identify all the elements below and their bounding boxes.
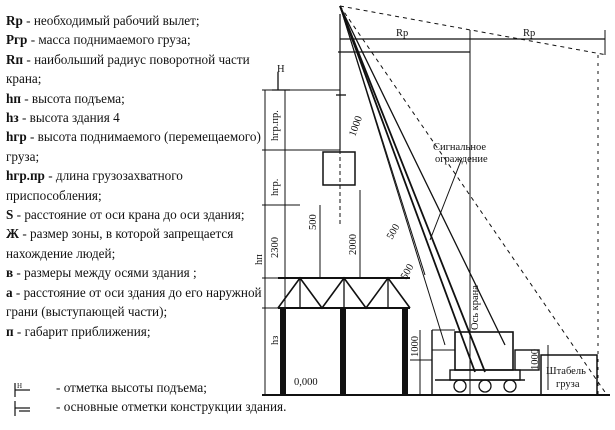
legend-term: п xyxy=(6,323,14,339)
crane-wheel xyxy=(453,379,467,393)
rp-label-left: Rр xyxy=(396,28,408,39)
dim-500-label: 500 xyxy=(308,214,319,230)
hz-label: hз xyxy=(270,336,281,345)
legend-text: - размер зоны, в которой запрещается нах… xyxy=(6,226,234,261)
hgr-label: hгр. xyxy=(270,179,281,196)
legend-text: - наибольший радиус поворотной части кра… xyxy=(6,51,250,87)
dim-500-b-label: 500 xyxy=(385,222,402,241)
legend-text: - необходимый рабочий вылет; xyxy=(22,13,200,28)
boom-cable xyxy=(339,5,506,346)
building-column xyxy=(402,308,408,395)
svg-text:H: H xyxy=(17,382,22,390)
legend-term: Rп xyxy=(6,51,24,67)
cargo-stack-label: Штабель xyxy=(546,366,586,377)
legend-term: Rр xyxy=(6,13,23,28)
legend-term: hп xyxy=(6,90,21,106)
building-mark-row: - основные отметки конструкции здания. xyxy=(6,399,366,418)
legend-term: в xyxy=(6,265,14,281)
building-column xyxy=(280,308,286,395)
boom-line xyxy=(339,5,486,373)
legend-item-rn: Rп - наибольший радиус поворотной части … xyxy=(6,50,274,89)
cargo-stack-label: груза xyxy=(556,379,580,390)
swing-radius-dashed xyxy=(339,5,608,56)
crane-axis-label: Ось крана xyxy=(470,285,481,330)
lift-height-mark-icon: H xyxy=(14,382,30,397)
h-label: H xyxy=(277,64,285,75)
legend-text: - длина грузозахватного приспособления; xyxy=(6,168,183,203)
boom-cable xyxy=(339,5,426,276)
legend-text: - размеры между осями здания ; xyxy=(13,265,197,281)
legend-item-rp: Rр - необходимый рабочий вылет; xyxy=(6,11,274,30)
legend-item-a: а - расстояние от оси здания до его нару… xyxy=(6,283,274,322)
legend-item-pgr: Ргр - масса поднимаемого груза; xyxy=(6,30,274,49)
swing-radius-dashed xyxy=(339,5,608,396)
legend-item-s: S - расстояние от оси крана до оси здани… xyxy=(6,205,274,224)
legend-text: - высота здания 4 xyxy=(18,110,120,126)
legend-item-hp: hп - высота подъема; xyxy=(6,89,274,108)
legend-item-hgrpr: hгр.пр - длина грузозахватного приспособ… xyxy=(6,166,274,205)
legend-term: Ж xyxy=(6,226,20,242)
legend-text: - расстояние от оси крана до оси здания; xyxy=(13,207,245,223)
legend-term: Ргр xyxy=(6,32,28,48)
legend-term: hгр xyxy=(6,129,27,145)
legend-text: - расстояние от оси здания до его наружн… xyxy=(6,284,262,320)
legend-item-zh: Ж - размер зоны, в которой запрещается н… xyxy=(6,224,274,263)
legend-text: - габарит приближения; xyxy=(13,323,151,339)
dim-1000-boom-label: 1000 xyxy=(347,115,365,138)
building-mark-icon xyxy=(14,401,30,416)
dim-1000-stack-label: 1000 xyxy=(530,349,541,370)
legend-item-v: в - размеры между осями здания ; xyxy=(6,263,274,282)
zero-mark-label: 0,000 xyxy=(294,377,318,388)
building-column xyxy=(340,308,346,395)
legend-item-n: п - габарит приближения; xyxy=(6,322,274,341)
hp-label: hп xyxy=(254,254,265,265)
legend-term: hз xyxy=(6,110,19,126)
mark-text: - отметка высоты подъема; xyxy=(56,380,207,395)
hgrpr-label: hгр.пр. xyxy=(270,110,281,141)
dim-2000-label: 2000 xyxy=(348,234,359,255)
hanging-load xyxy=(322,151,356,186)
crane-wheel xyxy=(503,379,517,393)
boom-line xyxy=(339,5,476,373)
elevation-mark-legend: H - отметка высоты подъема; - основные о… xyxy=(6,380,366,418)
dim-2300-label: 2300 xyxy=(270,237,281,258)
crane-cab xyxy=(454,331,514,371)
legend-term: S xyxy=(6,207,14,223)
signal-fence-label: ограждение xyxy=(435,154,488,165)
dim-1000-fence-label: 1000 xyxy=(410,336,421,357)
crane-counterweight xyxy=(514,349,540,371)
legend-term: а xyxy=(6,284,13,300)
rp-label-right: Rр xyxy=(523,28,535,39)
lift-height-mark-row: H - отметка высоты подъема; xyxy=(6,380,366,399)
legend-item-hgr: hгр - высота поднимаемого (перемещаемого… xyxy=(6,127,274,166)
mark-text: - основные отметки конструкции здания. xyxy=(56,399,287,414)
legend-text: - масса поднимаемого груза; xyxy=(27,32,191,48)
legend-text: - высота поднимаемого (перемещаемого) гр… xyxy=(6,129,261,164)
dim-500-c-label: 500 xyxy=(399,262,416,281)
signal-leader xyxy=(429,157,463,241)
legend-item-hz: hз - высота здания 4 xyxy=(6,108,274,127)
legend-term: hгр.пр xyxy=(6,168,45,184)
legend-list: Rр - необходимый рабочий вылет; Ргр - ма… xyxy=(6,11,274,341)
crane-wheel xyxy=(478,379,492,393)
legend-text: - высота подъема; xyxy=(20,90,125,106)
signal-fence-label: Сигнальное xyxy=(433,142,486,153)
